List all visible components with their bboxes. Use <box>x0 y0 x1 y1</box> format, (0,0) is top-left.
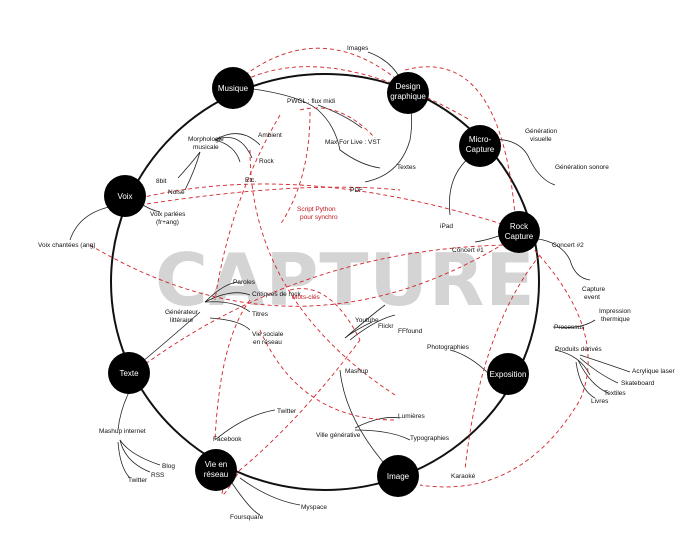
label-textiles: Textiles <box>604 390 626 397</box>
label-etc: Etc. <box>245 177 256 184</box>
label-pwgl: PWGL : flux midi <box>287 98 335 105</box>
node-label-line1: Rock <box>510 222 529 231</box>
label-ffffound: FFfound <box>398 328 423 335</box>
label-acrylique: Acrylique laser <box>632 368 675 375</box>
label-capture-event-1: Capture <box>582 286 606 293</box>
label-flickr: Flickr <box>378 323 394 330</box>
label-paroles: Paroles <box>233 279 256 286</box>
label-skateboard: Skateboard <box>621 380 655 387</box>
label-noise: Noise <box>168 189 185 196</box>
node-texte[interactable]: Texte <box>108 352 150 394</box>
label-mashup: Mashup <box>345 368 369 375</box>
node-label-line2: réseau <box>204 470 228 479</box>
label-textes: Textes <box>397 164 417 171</box>
label-morpho-1: Morphologie <box>188 136 224 143</box>
node-label-line2: graphique <box>390 92 426 101</box>
node-label-line1: Micro- <box>469 135 492 144</box>
label-titres: Titres <box>252 311 269 318</box>
label-lumieres: Lumières <box>398 413 425 420</box>
label-mots-cles: Mots-clés <box>292 294 321 301</box>
label-facebook: Facebook <box>213 436 242 443</box>
label-concert-2: Concert #2 <box>552 242 584 249</box>
node-design-graphique[interactable]: Design graphique <box>387 72 429 114</box>
label-blog: Blog <box>162 463 175 470</box>
label-produits: Produits dérivés <box>555 346 602 353</box>
node-label-line2: Capture <box>466 145 495 154</box>
node-label: Texte <box>119 369 139 378</box>
label-critiques: Critiques de rock <box>252 291 302 298</box>
label-voix-parlees-1: Voix parlées <box>150 211 186 218</box>
label-foursquare: Foursquare <box>230 514 264 521</box>
label-morpho-2: musicale <box>193 144 219 151</box>
label-vie-sociale-1: Vie sociale <box>252 331 284 338</box>
label-ambient: Ambient <box>258 132 282 139</box>
satellite-labels: Images PWGL : flux midi Max For Live : V… <box>38 45 675 521</box>
node-label-line1: Vie en <box>205 460 228 469</box>
label-typographies: Typographies <box>410 435 450 442</box>
node-rock-capture[interactable]: Rock Capture <box>498 211 540 253</box>
label-photographies: Photographies <box>427 344 470 351</box>
node-label-line1: Design <box>396 82 421 91</box>
label-script-1: Script Python <box>297 206 336 213</box>
label-capture-event-2: event <box>584 294 600 301</box>
label-rss: RSS <box>151 472 165 479</box>
node-image[interactable]: Image <box>377 455 419 497</box>
label-myspace: Myspace <box>301 504 327 511</box>
label-rock: Rock <box>259 158 275 165</box>
label-karaoke: Karaoké <box>451 473 476 480</box>
label-mashup-internet: Mashup internet <box>99 428 146 435</box>
node-label: Voix <box>117 192 132 201</box>
node-label-line2: Capture <box>505 232 534 241</box>
label-processus: Processus <box>554 324 585 331</box>
node-voix[interactable]: Voix <box>104 175 146 217</box>
main-ring <box>110 73 540 491</box>
node-label: Image <box>387 472 410 481</box>
label-impression-1: Impression <box>599 308 631 315</box>
label-generateur-2: littéraire <box>170 317 194 324</box>
label-livres: Livres <box>591 398 609 405</box>
node-micro-capture[interactable]: Micro- Capture <box>459 125 501 167</box>
label-ville: Ville générative <box>316 432 361 439</box>
label-max: Max For Live : VST <box>325 139 381 146</box>
node-exposition[interactable]: Exposition <box>487 353 529 395</box>
node-label: Musique <box>218 84 249 93</box>
label-twitter-top: Twitter <box>277 408 297 415</box>
label-script-2: pour synchro <box>300 214 338 221</box>
label-generateur-1: Générateur <box>165 309 199 316</box>
node-musique[interactable]: Musique <box>212 67 254 109</box>
label-twitter-bottom: Twitter <box>128 477 148 484</box>
label-8bit: 8bit <box>156 178 167 185</box>
branch-lines <box>69 51 631 516</box>
label-voix-chantees: Voix chantées (ang) <box>38 242 95 249</box>
label-pdf: PDF <box>350 187 363 194</box>
label-voix-parlees-2: (fr+ang) <box>156 219 179 226</box>
dashed-connections <box>89 47 589 496</box>
node-vie-en-reseau[interactable]: Vie en réseau <box>195 449 237 491</box>
label-vie-sociale-2: en réseau <box>253 339 282 346</box>
node-label: Exposition <box>490 370 527 379</box>
label-impression-2: thermique <box>601 316 630 323</box>
label-gen-visuelle-1: Génération <box>525 128 558 135</box>
label-ipad: iPad <box>440 223 453 230</box>
label-youtube: Youtube <box>355 317 379 324</box>
label-concert-1: Concert #1 <box>452 247 484 254</box>
label-gen-sonore: Génération sonore <box>555 164 609 171</box>
label-gen-visuelle-2: visuelle <box>530 136 552 143</box>
label-images: Images <box>347 45 369 52</box>
